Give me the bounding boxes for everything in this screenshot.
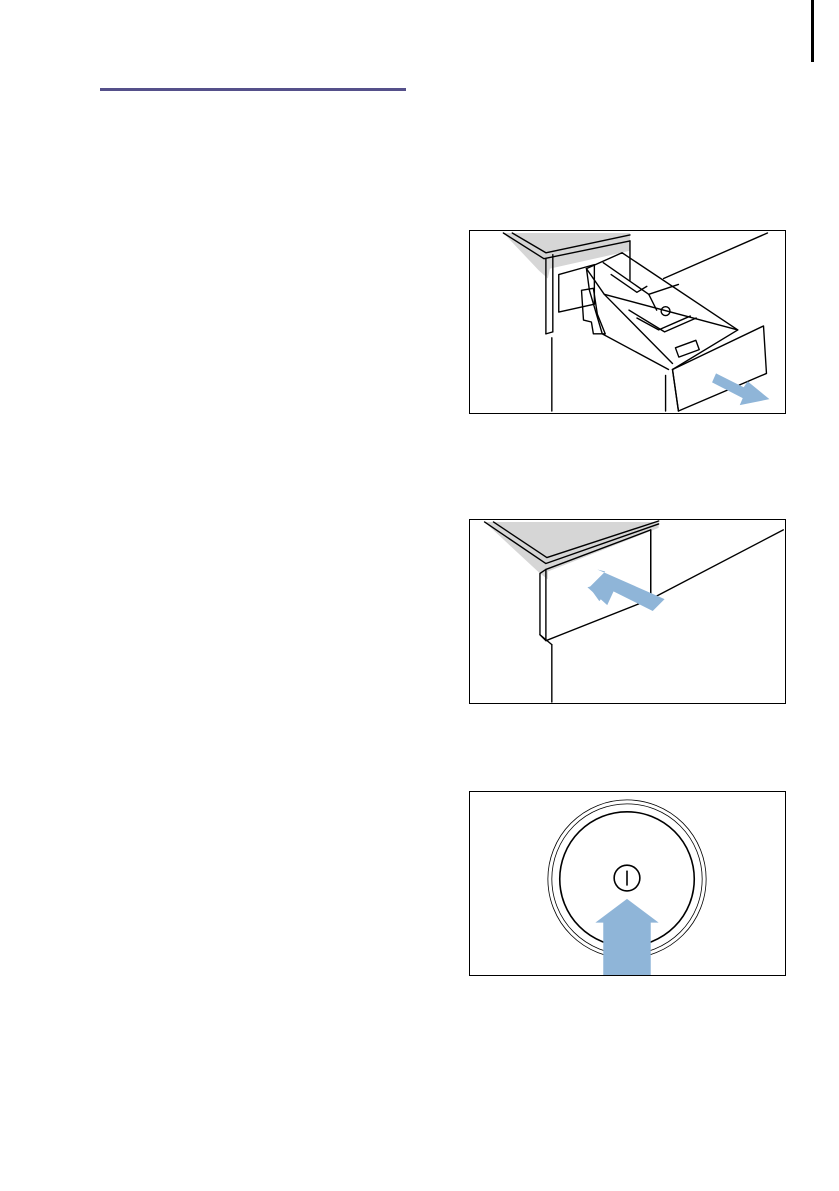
detergent-drawer-push-in-illustration: [470, 520, 785, 703]
section-heading-underline: [100, 88, 406, 91]
arrow-out-icon: [712, 373, 769, 405]
detergent-drawer-pull-out-illustration: [470, 231, 785, 413]
arrow-press-icon: [595, 899, 658, 975]
arrow-in-icon: [587, 569, 664, 611]
power-button-press-illustration: [470, 792, 785, 975]
page-edge-rule: [811, 0, 814, 62]
figure-drawer-push-in: [469, 519, 786, 704]
power-icon: [614, 865, 640, 891]
figure-drawer-pull-out: [469, 230, 786, 414]
figure-power-button: [469, 791, 786, 976]
